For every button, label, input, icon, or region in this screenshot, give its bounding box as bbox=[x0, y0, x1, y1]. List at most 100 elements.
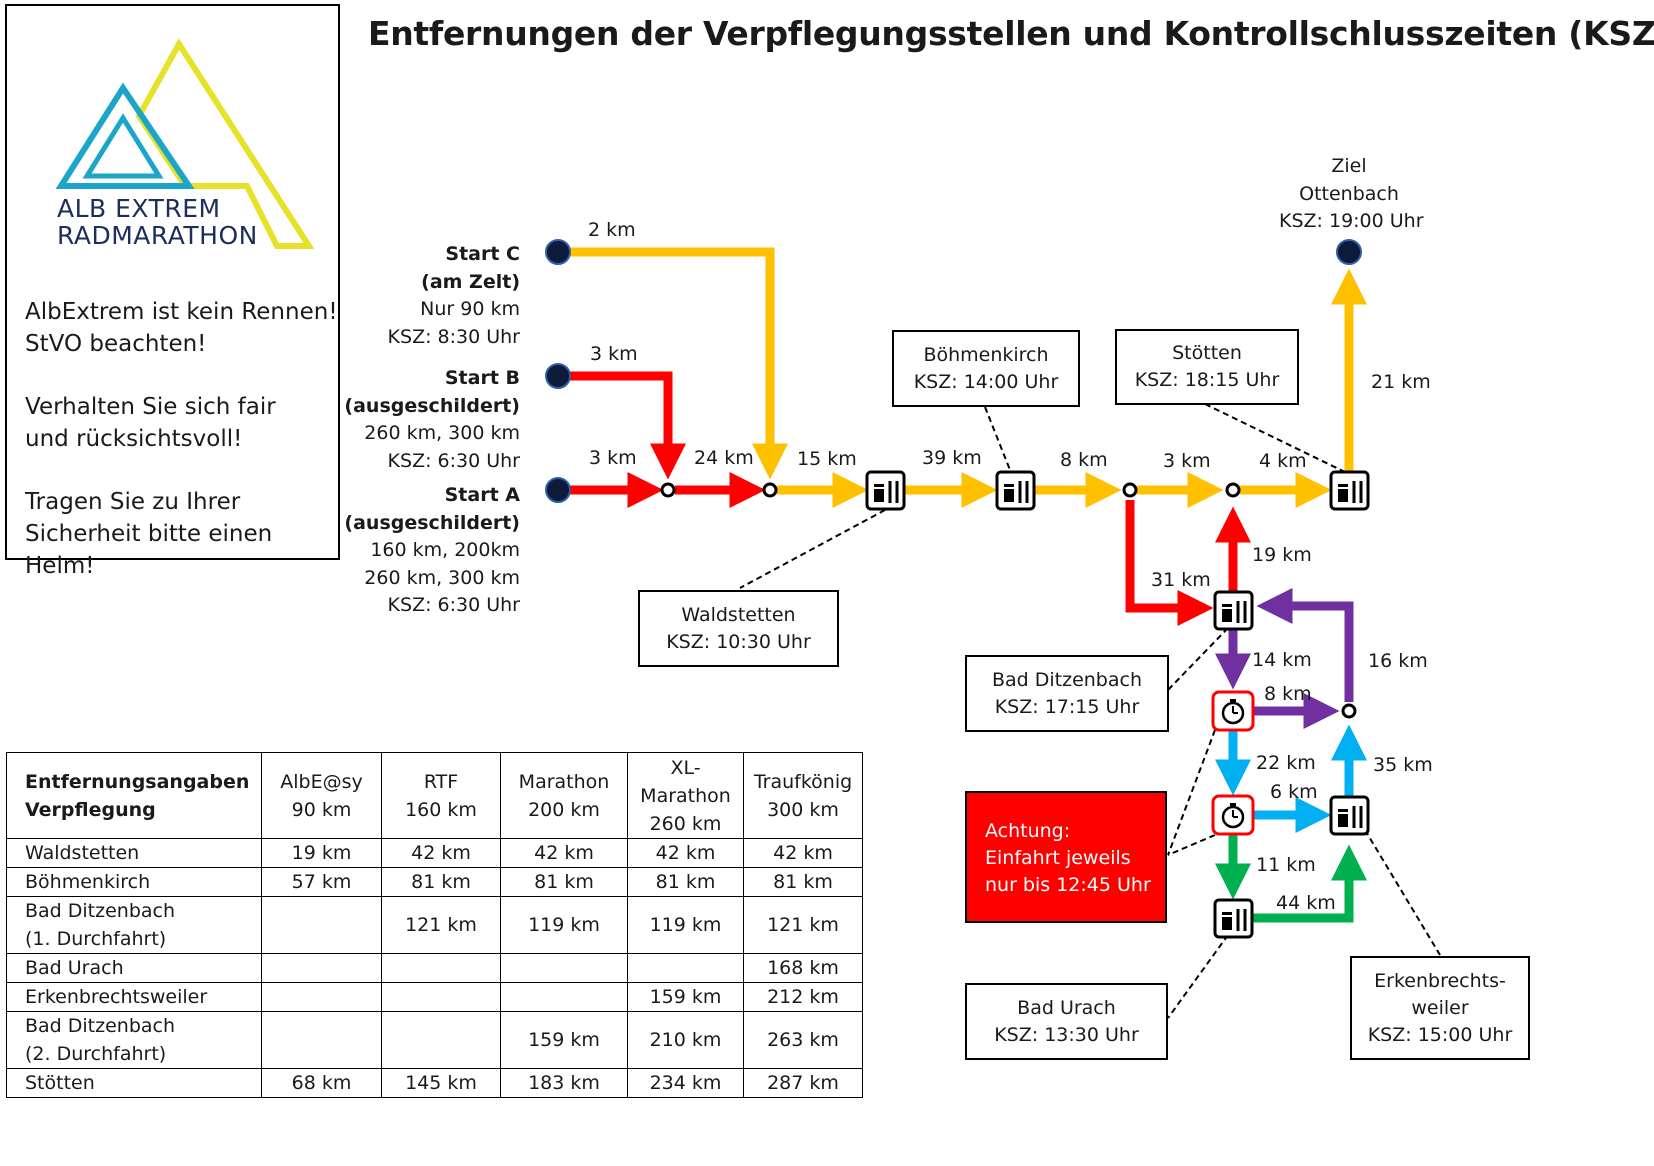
distance-label: 4 km bbox=[1259, 450, 1307, 472]
table-cell: 159 km bbox=[500, 1011, 628, 1069]
table-cell bbox=[381, 982, 501, 1012]
table-cell: 42 km bbox=[743, 838, 863, 868]
finish-marker bbox=[1336, 239, 1362, 265]
table-cell: 81 km bbox=[743, 867, 863, 897]
distance-label: 8 km bbox=[1264, 683, 1312, 705]
start-c-marker bbox=[545, 239, 571, 265]
table-cell: 263 km bbox=[743, 1011, 863, 1069]
table-cell: 168 km bbox=[743, 953, 863, 983]
logo-text-line2: RADMARATHON bbox=[57, 221, 258, 250]
distance-label: 31 km bbox=[1151, 569, 1211, 591]
distance-label: 44 km bbox=[1276, 892, 1336, 914]
alb-extrem-logo bbox=[55, 38, 315, 249]
table-row-label: Böhmenkirch bbox=[6, 867, 262, 897]
start-b-marker bbox=[545, 363, 571, 389]
table-cell: 159 km bbox=[627, 982, 744, 1012]
table-cell bbox=[261, 953, 382, 983]
table-cell: 145 km bbox=[381, 1068, 501, 1098]
table-row-label: Bad Ditzenbach(2. Durchfahrt) bbox=[6, 1011, 262, 1069]
distance-label: 8 km bbox=[1060, 449, 1108, 471]
distance-label: 14 km bbox=[1252, 649, 1312, 671]
table-cell bbox=[500, 982, 628, 1012]
distance-label: 22 km bbox=[1256, 752, 1316, 774]
table-cell bbox=[381, 1011, 501, 1069]
timer-icons bbox=[1211, 690, 1255, 836]
distance-label: 35 km bbox=[1373, 754, 1433, 776]
distance-label: 15 km bbox=[797, 448, 857, 470]
table-row-label: Stötten bbox=[6, 1068, 262, 1098]
table-row: Bad Ditzenbach(2. Durchfahrt) 159 km 210… bbox=[6, 1011, 863, 1069]
table-cell: 81 km bbox=[627, 867, 744, 897]
table-cell: 210 km bbox=[627, 1011, 744, 1069]
table-cell: 234 km bbox=[627, 1068, 744, 1098]
distance-label: 3 km bbox=[1163, 450, 1211, 472]
table-row: Stötten 68 km 145 km 183 km 234 km 287 k… bbox=[6, 1068, 863, 1098]
distance-label: 24 km bbox=[694, 447, 754, 469]
junction-markers bbox=[660, 482, 1357, 719]
distance-label: 6 km bbox=[1270, 781, 1318, 803]
table-cell: 68 km bbox=[261, 1068, 382, 1098]
table-cell bbox=[261, 896, 382, 954]
table-cell: 183 km bbox=[500, 1068, 628, 1098]
table-cell: 287 km bbox=[743, 1068, 863, 1098]
notice-no-race: AlbExtrem ist kein Rennen!StVO beachten! bbox=[25, 299, 338, 357]
table-cell: 81 km bbox=[381, 867, 501, 897]
table-cell: 19 km bbox=[261, 838, 382, 868]
table-row-label: Erkenbrechtsweiler bbox=[6, 982, 262, 1012]
table-cell: 119 km bbox=[500, 896, 628, 954]
distance-label: 2 km bbox=[588, 219, 636, 241]
table-row: Bad Urach 168 km bbox=[6, 953, 863, 983]
food-station-icons bbox=[865, 470, 1370, 939]
start-a-marker bbox=[545, 477, 571, 503]
table-cell bbox=[381, 953, 501, 983]
distance-label: 19 km bbox=[1252, 544, 1312, 566]
table-cell: 42 km bbox=[381, 838, 501, 868]
table-row: Waldstetten 19 km 42 km 42 km 42 km 42 k… bbox=[6, 838, 863, 868]
table-cell: 42 km bbox=[500, 838, 628, 868]
logo-panel: ALB EXTREM RADMARATHON AlbExtrem ist kei… bbox=[5, 4, 340, 579]
logo-text-line1: ALB EXTREM bbox=[57, 194, 221, 223]
table-cell: 212 km bbox=[743, 982, 863, 1012]
table-cell bbox=[261, 982, 382, 1012]
table-cell: 119 km bbox=[627, 896, 744, 954]
distance-label: 3 km bbox=[589, 447, 637, 469]
table-row-label: Bad Ditzenbach(1. Durchfahrt) bbox=[6, 896, 262, 954]
table-row: Erkenbrechtsweiler 159 km 212 km bbox=[6, 982, 863, 1012]
table-row: Böhmenkirch 57 km 81 km 81 km 81 km 81 k… bbox=[6, 867, 863, 897]
distance-label: 3 km bbox=[590, 343, 638, 365]
distance-label: 11 km bbox=[1256, 854, 1316, 876]
table-cell bbox=[500, 953, 628, 983]
table-row: Bad Ditzenbach(1. Durchfahrt) 121 km 119… bbox=[6, 896, 863, 954]
table-row-label: Bad Urach bbox=[6, 953, 262, 983]
table-row-label: Waldstetten bbox=[6, 838, 262, 868]
table-cell: 121 km bbox=[381, 896, 501, 954]
table-cell bbox=[627, 953, 744, 983]
distance-label: 39 km bbox=[922, 447, 982, 469]
table-cell: 81 km bbox=[500, 867, 628, 897]
distance-label: 21 km bbox=[1371, 371, 1431, 393]
table-cell bbox=[261, 1011, 382, 1069]
table-cell: 42 km bbox=[627, 838, 744, 868]
table-cell: 121 km bbox=[743, 896, 863, 954]
